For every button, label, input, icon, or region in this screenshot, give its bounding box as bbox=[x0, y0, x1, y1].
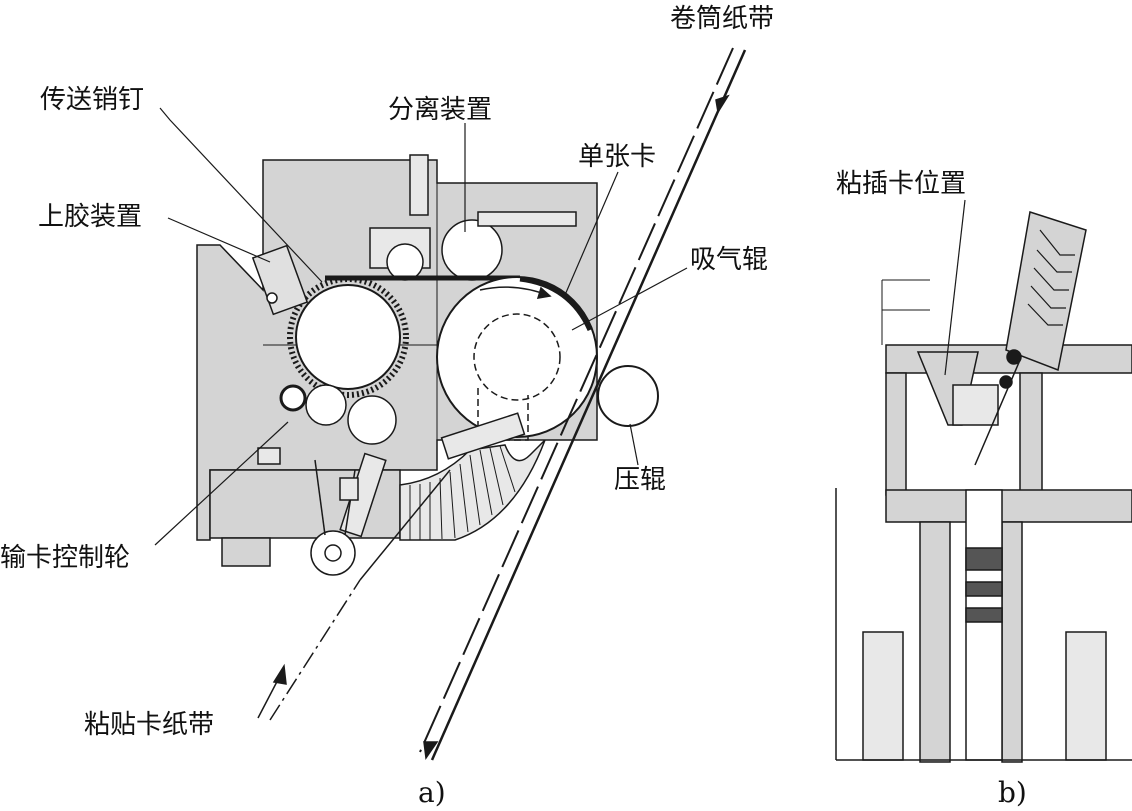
label-gluing-unit: 上胶装置 bbox=[38, 202, 142, 232]
leader-suction-roller bbox=[571, 267, 688, 331]
control-wheel-hub bbox=[324, 544, 342, 562]
separator-cylinder bbox=[409, 154, 429, 216]
lower-left-column bbox=[919, 521, 951, 763]
separator-large-roller bbox=[441, 219, 503, 281]
strip-arrow-bottom bbox=[423, 741, 439, 761]
insert-mechanism bbox=[952, 384, 999, 426]
gluing-pivot bbox=[266, 292, 278, 304]
rotation-arrow-head bbox=[536, 286, 552, 299]
mid-column bbox=[1019, 372, 1043, 496]
left-ladder bbox=[862, 631, 904, 761]
control-wheel-link bbox=[314, 459, 326, 536]
label-glued-card-strip: 粘贴卡纸带 bbox=[84, 710, 214, 740]
transfer-drum bbox=[295, 284, 401, 390]
bellows-ribs bbox=[409, 445, 516, 540]
lower-clamp bbox=[257, 447, 281, 465]
chute-block-2 bbox=[965, 581, 1003, 597]
gluing-mechanism bbox=[251, 244, 309, 316]
label-suction-roller: 吸气辊 bbox=[690, 245, 768, 275]
label-press-roller: 压辊 bbox=[614, 465, 666, 495]
card-on-roller bbox=[519, 276, 593, 332]
panel-a bbox=[154, 47, 747, 761]
leader-single-card bbox=[564, 171, 619, 296]
insert-roller-black-1 bbox=[1006, 349, 1022, 365]
separator-actuator bbox=[477, 211, 577, 227]
hose-bracket bbox=[440, 412, 526, 460]
right-ladder bbox=[1065, 631, 1107, 761]
label-transfer-pin: 传送销钉 bbox=[40, 85, 144, 115]
feeder-arms bbox=[1027, 229, 1075, 326]
chute-block-3 bbox=[965, 607, 1003, 623]
lower-roller-2 bbox=[347, 395, 397, 445]
lower-roller-1 bbox=[305, 384, 347, 426]
panel-b bbox=[835, 199, 1132, 763]
label-card-insert-position: 粘插卡位置 bbox=[836, 169, 966, 199]
glued-strip-line-2 bbox=[359, 469, 451, 581]
caption-panel-b: b) bbox=[998, 776, 1027, 809]
leader-card-insert bbox=[944, 199, 966, 376]
base-foot bbox=[221, 537, 271, 567]
leader-press-roller bbox=[629, 423, 639, 466]
leader-transfer-pin bbox=[159, 107, 323, 283]
label-separator: 分离装置 bbox=[388, 95, 492, 125]
caption-panel-a: a) bbox=[418, 776, 446, 809]
leader-control-wheel bbox=[154, 421, 289, 546]
paper-roll-strip bbox=[430, 49, 747, 761]
insert-link bbox=[974, 359, 1021, 466]
leader-gluing-unit bbox=[167, 217, 271, 263]
pin-wheel bbox=[279, 384, 307, 412]
lower-clamp-2 bbox=[339, 477, 359, 501]
leader-lines bbox=[154, 107, 688, 546]
glued-strip-line bbox=[269, 579, 361, 721]
inclined-feeder bbox=[1005, 211, 1087, 372]
strip-arrow-top bbox=[715, 94, 730, 115]
mid-beam bbox=[885, 489, 1132, 523]
chute-block-1 bbox=[965, 547, 1003, 571]
suction-roller-inner bbox=[473, 313, 561, 401]
press-roller bbox=[597, 365, 659, 427]
glued-strip-arrow-head bbox=[272, 663, 287, 685]
transfer-drum-teeth bbox=[287, 276, 409, 398]
left-column bbox=[885, 372, 907, 496]
label-paper-roll-strip: 卷筒纸带 bbox=[670, 4, 774, 34]
lower-right-column bbox=[1001, 521, 1023, 763]
label-card-feed-control-wheel: 输卡控制轮 bbox=[0, 543, 130, 573]
label-single-card: 单张卡 bbox=[578, 142, 656, 172]
paper-roll-strip-dashed bbox=[419, 47, 734, 753]
card-feed-control-wheel bbox=[310, 530, 356, 576]
suction-hose bbox=[399, 439, 546, 541]
separator-small-roller bbox=[386, 243, 424, 281]
central-chute bbox=[965, 489, 1003, 761]
